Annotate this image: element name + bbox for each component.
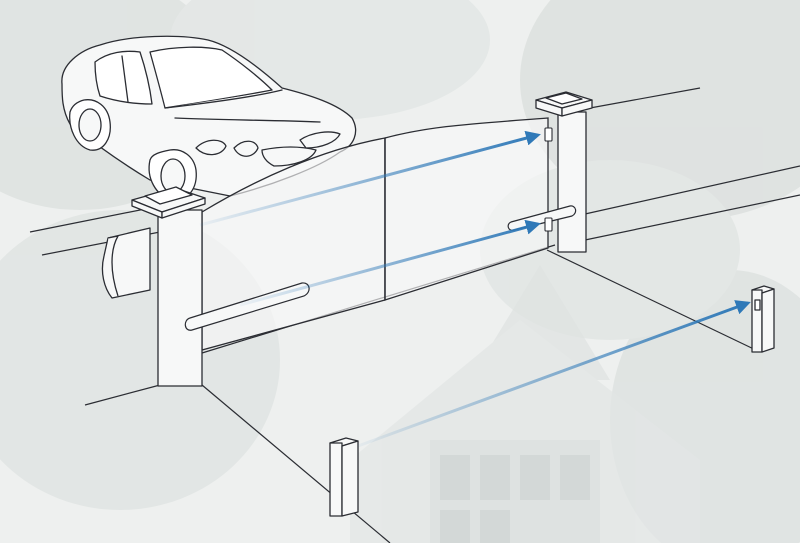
gate-pillar-left [131,186,206,387]
house-silhouette [350,265,700,543]
mailbox-icon [101,227,151,299]
photocell-post-left [329,437,359,517]
lower-beam-arrow [239,219,541,307]
driveway-beam-arrow [357,300,751,448]
beam-arrows [199,130,751,448]
rear-wall [584,87,800,241]
photocell-post-right [751,285,775,353]
upper-beam-arrow [199,130,541,227]
gate-pillar-right [535,91,593,253]
car-illustration [61,35,357,201]
pillar-sensors [544,127,553,232]
